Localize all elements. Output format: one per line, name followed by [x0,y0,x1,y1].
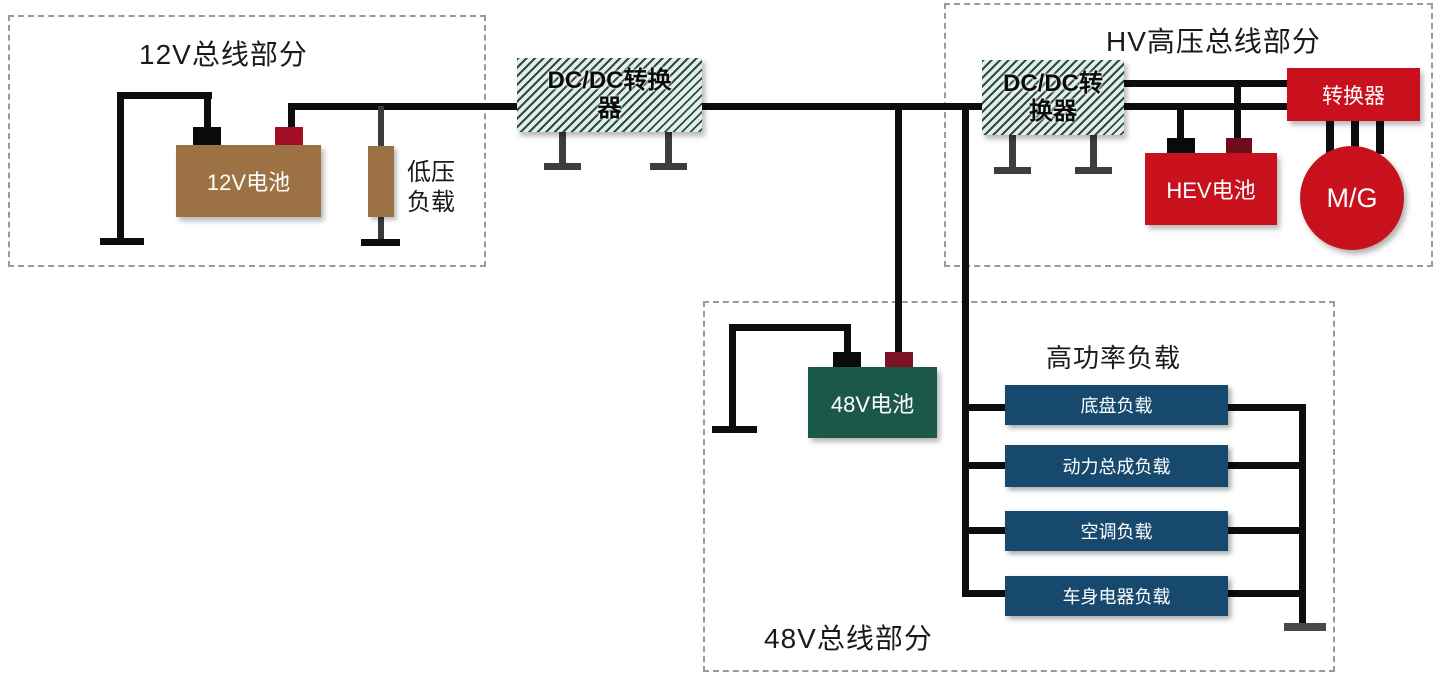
hev-battery-neg-terminal [1167,138,1195,153]
ground-bar-48v [712,426,757,433]
wire-main-bus [288,103,1287,110]
wire-load-return-3 [1228,527,1306,534]
wire-hev-neg-terminal [1177,103,1184,140]
ground-bar-dcdc-hv-2 [1075,167,1112,174]
lv-load-label: 低压 负载 [407,158,455,218]
dcdc-converter-mid-block: DC/DC转换 器 [517,58,702,132]
wire-hv-top-link [1120,80,1287,87]
wire-converter-mg-3 [1376,120,1384,154]
section-title-hv: HV高压总线部分 [1106,26,1321,57]
12v-battery-label: 12V电池 [206,170,291,195]
dcdc-hv-label-line1: DC/DC转 [1003,69,1103,97]
section-48v-bus [703,301,1335,672]
load-box-ac: 空调负载 [1005,511,1228,551]
motor-generator-circle: M/G [1300,146,1404,250]
section-title-12v: 12V总线部分 [139,39,308,70]
12v-battery-block: 12V电池 [176,145,321,217]
dcdc-hv-label-line2: 换器 [1029,97,1077,125]
hev-battery-block: HEV电池 [1145,153,1277,225]
section-12v-bus [8,15,486,267]
wire-load-return-1 [1228,404,1306,411]
ground-bar-dcdc-mid-2 [650,163,687,170]
wire-48v-neg-terminal [844,324,851,354]
wire-feeder-branch-3 [962,527,1005,534]
motor-generator-label: M/G [1326,182,1378,213]
dcdc-converter-hv-block: DC/DC转 换器 [982,60,1124,135]
wire-load-return-2 [1228,462,1306,469]
wire-12v-ground-horizontal [117,92,212,99]
ground-bar-load-return [1284,623,1326,631]
ground-bar-dcdc-mid-1 [544,163,581,170]
hv-converter-block: 转换器 [1287,68,1420,121]
ground-bar-12v [100,238,144,245]
wire-converter-mg-2 [1351,120,1359,154]
wire-load-feeder-vertical [962,103,969,597]
load-box-ac-label: 空调负载 [1080,522,1153,542]
ground-leg-dcdc-mid-2 [665,131,672,164]
wire-48v-ground-vertical [729,324,736,428]
dcdc-mid-label-line1: DC/DC转换 [547,67,672,95]
wire-drop-to-48v-battery [895,103,902,353]
lv-load-label-line1: 低压 [407,159,455,186]
lv-load-resistor [368,146,394,217]
load-box-powertrain-label: 动力总成负载 [1062,457,1171,477]
ground-leg-dcdc-hv-1 [1009,133,1016,168]
48v-battery-neg-terminal [833,352,861,367]
wire-feeder-branch-1 [962,404,1005,411]
section-title-48v: 48V总线部分 [764,623,933,654]
high-power-loads-title: 高功率负载 [1046,343,1182,373]
wire-12v-ground-vertical [117,92,124,243]
48v-battery-label: 48V电池 [830,391,915,417]
ground-bar-lv-load [361,239,400,246]
wire-feeder-branch-2 [962,462,1005,469]
load-box-powertrain: 动力总成负载 [1005,445,1228,487]
section-hv-bus [944,3,1433,267]
dcdc-mid-label-line2: 器 [597,95,622,122]
lv-load-label-line2: 负载 [407,189,455,216]
48v-battery-block: 48V电池 [808,367,937,438]
wire-12v-pos-terminal [288,103,295,130]
hv-converter-label: 转换器 [1322,84,1385,108]
wire-load-return-bus [1299,404,1306,626]
wire-load-return-4 [1228,590,1306,597]
load-box-chassis: 底盘负载 [1005,385,1228,425]
load-box-body-electrics-label: 车身电器负载 [1062,587,1171,607]
ground-leg-dcdc-mid-1 [559,131,566,164]
wire-48v-ground-horizontal [729,324,851,331]
12v-battery-neg-terminal [193,127,221,145]
load-box-chassis-label: 底盘负载 [1080,396,1153,416]
wire-hev-pos-terminal [1234,80,1241,140]
hev-battery-label: HEV电池 [1166,178,1256,203]
ground-bar-dcdc-hv-1 [994,167,1031,174]
wire-converter-mg-1 [1326,120,1334,154]
ground-leg-dcdc-hv-2 [1090,133,1097,168]
48v-battery-pos-terminal [885,352,913,367]
wire-12v-neg-terminal [204,96,211,130]
hev-battery-pos-terminal [1226,138,1252,153]
12v-battery-pos-terminal [275,127,303,145]
load-box-body-electrics: 车身电器负载 [1005,576,1228,616]
wire-feeder-branch-4 [962,590,1005,597]
